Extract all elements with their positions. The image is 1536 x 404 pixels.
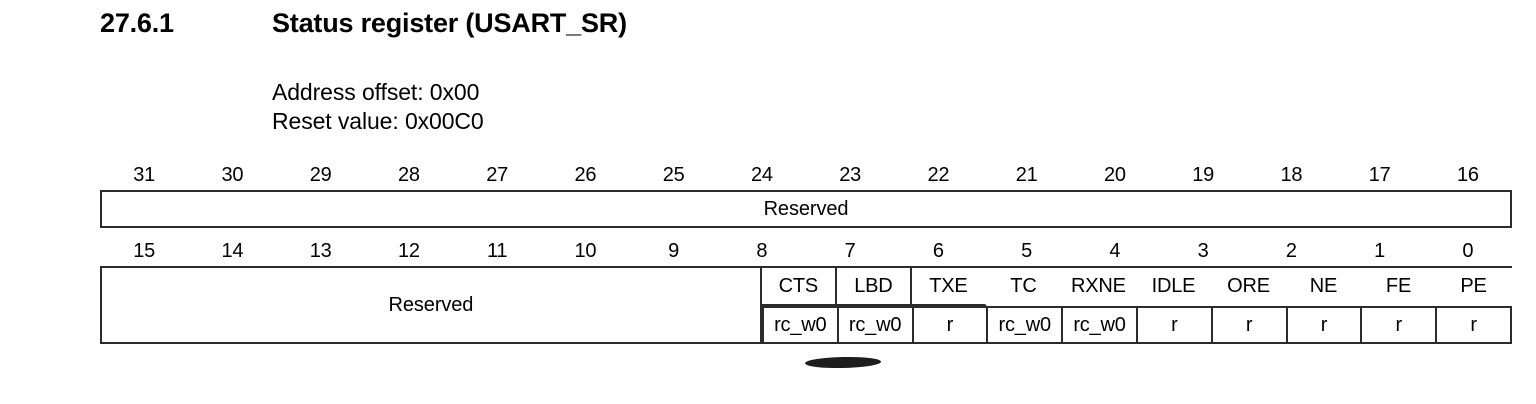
bit-field-access-fe: r — [1362, 306, 1438, 344]
bit-field-access-rxne: rc_w0 — [1063, 306, 1138, 344]
bit-index-3: 3 — [1197, 240, 1209, 262]
bit-index-1: 1 — [1374, 240, 1386, 262]
bit-index-7: 7 — [844, 240, 856, 262]
bit-index-10: 10 — [574, 240, 597, 262]
bit-index-6: 6 — [932, 240, 944, 262]
bit-index-23: 23 — [839, 164, 862, 186]
bit-index-0: 0 — [1462, 240, 1474, 262]
bit-index-26: 26 — [574, 164, 597, 186]
bit-index-15: 15 — [133, 240, 156, 262]
bit-field-access-tc: rc_w0 — [988, 306, 1064, 344]
bit-index-14: 14 — [221, 240, 244, 262]
bit-field-name-ore: ORE — [1211, 268, 1287, 306]
bit-index-11: 11 — [486, 240, 508, 262]
bit-field-access-ne: r — [1287, 306, 1363, 344]
bit-field-name-tc: TC — [986, 268, 1062, 306]
reserved-label-lower: Reserved — [388, 293, 474, 316]
bit-index-21: 21 — [1015, 164, 1038, 186]
section-title: Status register (USART_SR) — [272, 8, 627, 38]
bit-field-name-pe: PE — [1437, 268, 1513, 306]
bit-field-name-lbd: LBD — [836, 268, 912, 306]
bit-index-17: 17 — [1368, 164, 1391, 186]
bit-field-name-txe: TXE — [911, 268, 987, 306]
bit-index-5: 5 — [1021, 240, 1033, 262]
address-offset-line: Address offset: 0x00 — [272, 79, 480, 105]
bit-field-name-fe: FE — [1362, 268, 1438, 306]
reserved-cell-upper: Reserved — [100, 190, 1512, 228]
reserved-label-upper: Reserved — [763, 197, 849, 220]
bit-field-access-ore: r — [1212, 306, 1288, 344]
bit-index-30: 30 — [221, 164, 244, 186]
reserved-cell-lower: Reserved — [100, 268, 762, 344]
bit-field-access-cts: rc_w0 — [761, 306, 839, 344]
reset-value-line: Reset value: 0x00C0 — [272, 108, 484, 134]
bit-index-18: 18 — [1280, 164, 1303, 186]
bit-index-2: 2 — [1285, 240, 1297, 262]
bit-index-9: 9 — [668, 240, 680, 262]
bit-field-access-lbd: rc_w0 — [838, 306, 914, 344]
bit-index-31: 31 — [133, 164, 156, 186]
bit-field-access-pe: r — [1437, 306, 1512, 344]
bit-index-20: 20 — [1103, 164, 1126, 186]
scan-smudge-artifact — [804, 356, 882, 369]
bit-index-row-upper: 31 30 29 28 27 26 25 24 23 22 21 20 19 18 17 16 — [100, 160, 1512, 190]
bit-index-8: 8 — [756, 240, 768, 262]
bit-index-4: 4 — [1109, 240, 1121, 262]
bit-field-name-cts: CTS — [761, 268, 837, 306]
bit-field-access-txe: r — [913, 306, 989, 344]
bit-index-12: 12 — [397, 240, 420, 262]
bit-field-name-ne: NE — [1286, 268, 1362, 306]
bit-field-name-idle: IDLE — [1136, 268, 1212, 306]
bit-index-16: 16 — [1456, 164, 1479, 186]
section-number: 27.6.1 — [100, 8, 174, 38]
bit-index-19: 19 — [1192, 164, 1215, 186]
bit-index-24: 24 — [750, 164, 773, 186]
bit-index-13: 13 — [309, 240, 332, 262]
bit-index-22: 22 — [927, 164, 950, 186]
bit-index-28: 28 — [397, 164, 420, 186]
bit-index-27: 27 — [486, 164, 509, 186]
bit-field-name-rxne: RXNE — [1061, 268, 1137, 306]
section-heading: 27.6.1 Status register (USART_SR) — [100, 8, 1500, 39]
bit-index-25: 25 — [662, 164, 685, 186]
bit-index-29: 29 — [309, 164, 332, 186]
register-metadata: Address offset: 0x00 Reset value: 0x00C0 — [272, 78, 484, 136]
bit-field-access-idle: r — [1137, 306, 1213, 344]
